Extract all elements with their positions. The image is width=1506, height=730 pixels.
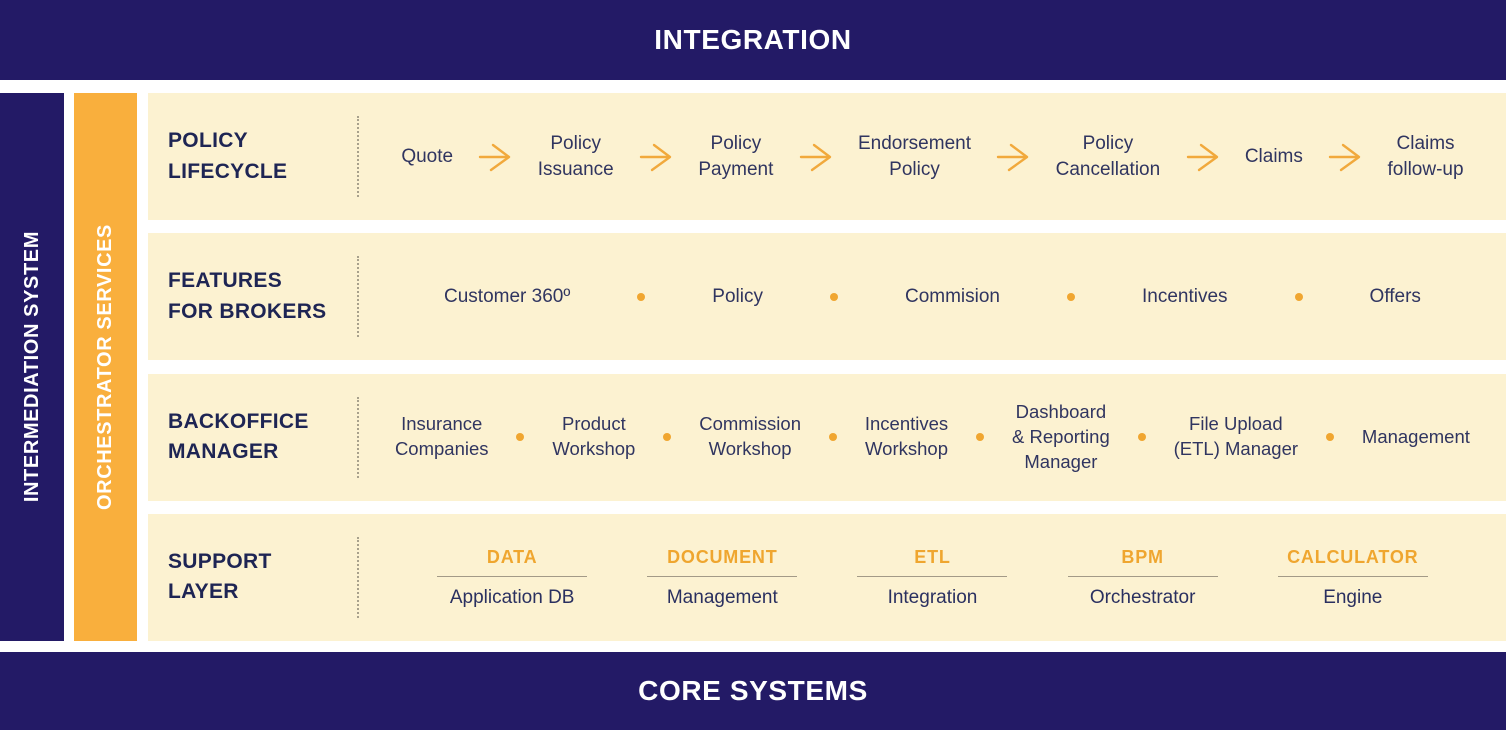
bullet-dot-icon bbox=[663, 433, 672, 442]
row-label-support-layer: SUPPORT LAYER bbox=[168, 550, 272, 604]
feature-item: Offers bbox=[1369, 286, 1421, 307]
dotted-divider bbox=[357, 396, 359, 478]
support-stack-subtitle: Orchestrator bbox=[1089, 586, 1196, 608]
bullet-dot-icon bbox=[1137, 433, 1146, 442]
backoffice-item: Commission Workshop bbox=[699, 413, 801, 460]
support-stack-title: DOCUMENT bbox=[667, 546, 778, 567]
bullet-dot-icon bbox=[828, 433, 837, 442]
intermediation-system-label: INTERMEDIATION SYSTEM bbox=[20, 231, 43, 503]
flow-step: Claims bbox=[1244, 145, 1303, 167]
row-content-policy-lifecycle: Quote Policy Issuance Policy Payment Endors… bbox=[359, 93, 1506, 220]
underline-divider bbox=[857, 575, 1008, 577]
support-stack: DOCUMENT Management bbox=[647, 545, 798, 611]
support-stack-title: CALCULATOR bbox=[1287, 546, 1419, 567]
support-stack-subtitle: Engine bbox=[1323, 586, 1383, 608]
feature-item: Commision bbox=[904, 286, 1000, 307]
row-features-for-brokers: FEATURES FOR BROKERS Customer 360º Policy… bbox=[148, 233, 1506, 361]
row-content-features-for-brokers: Customer 360º Policy Commision Incentives Of… bbox=[359, 233, 1506, 360]
feature-item: Incentives bbox=[1142, 286, 1228, 307]
bullet-dot-icon bbox=[1325, 433, 1334, 442]
flow-step: Policy Cancellation bbox=[1055, 132, 1161, 180]
orchestrator-services-pillar: ORCHESTRATOR SERVICES bbox=[74, 93, 137, 641]
underline-divider bbox=[647, 575, 798, 577]
right-arrow-icon bbox=[638, 142, 674, 172]
integration-banner-label: INTEGRATION bbox=[654, 24, 852, 55]
bullet-dot-icon bbox=[637, 292, 646, 301]
underline-divider bbox=[1277, 575, 1428, 577]
backoffice-item: Product Workshop bbox=[552, 413, 636, 460]
bullet-dot-icon bbox=[1294, 292, 1303, 301]
right-arrow-icon bbox=[1185, 142, 1221, 172]
row-support-layer: SUPPORT LAYER DATA Application DB DOCUMENT… bbox=[148, 513, 1506, 641]
support-stack-subtitle: Management bbox=[666, 586, 778, 608]
right-arrow-icon bbox=[477, 142, 513, 172]
backoffice-item: Management bbox=[1361, 425, 1470, 447]
backoffice-item: Incentives Workshop bbox=[864, 413, 949, 460]
backoffice-item: Dashboard & Reporting Manager bbox=[1012, 400, 1110, 472]
feature-item: Customer 360º bbox=[444, 286, 571, 307]
row-content-support-layer: DATA Application DB DOCUMENT Management ETL I… bbox=[359, 514, 1506, 641]
dotted-divider bbox=[357, 256, 359, 338]
support-stack-title: DATA bbox=[486, 546, 538, 567]
row-backoffice-manager: BACKOFFICE MANAGER Insurance Companies Pr… bbox=[148, 373, 1506, 501]
bullet-dot-icon bbox=[829, 292, 838, 301]
dotted-divider bbox=[357, 116, 359, 197]
underline-divider bbox=[1067, 575, 1218, 577]
support-stack-title: ETL bbox=[914, 546, 951, 567]
flow-step: Quote bbox=[401, 145, 454, 167]
row-content-backoffice-manager: Insurance Companies Product Workshop Commi… bbox=[359, 374, 1506, 501]
core-systems-banner-label: CORE SYSTEMS bbox=[638, 675, 868, 706]
support-stack-subtitle: Integration bbox=[887, 586, 978, 608]
flow-step: Claims follow-up bbox=[1387, 132, 1464, 180]
core-systems-banner: CORE SYSTEMS bbox=[0, 652, 1506, 730]
right-arrow-icon bbox=[995, 142, 1031, 172]
orchestrator-services-label: ORCHESTRATOR SERVICES bbox=[94, 224, 116, 510]
row-label-policy-lifecycle: POLICY LIFECYCLE bbox=[168, 129, 288, 183]
dotted-divider bbox=[357, 536, 359, 618]
integration-banner: INTEGRATION bbox=[0, 0, 1506, 80]
row-label-features-for-brokers: FEATURES FOR BROKERS bbox=[168, 269, 327, 323]
support-stack: BPM Orchestrator bbox=[1067, 545, 1218, 611]
support-stack-subtitle: Application DB bbox=[449, 586, 575, 608]
bullet-dot-icon bbox=[516, 433, 525, 442]
flow-step: Policy Payment bbox=[698, 132, 774, 180]
flow-step: Endorsement Policy bbox=[857, 132, 971, 180]
feature-item: Policy bbox=[712, 286, 763, 307]
right-arrow-icon bbox=[798, 142, 834, 172]
row-label-backoffice-manager: BACKOFFICE MANAGER bbox=[168, 409, 309, 464]
support-stack: CALCULATOR Engine bbox=[1277, 545, 1428, 611]
right-arrow-icon bbox=[1327, 142, 1363, 172]
underline-divider bbox=[437, 575, 588, 577]
bullet-dot-icon bbox=[1067, 292, 1075, 301]
support-stack: ETL Integration bbox=[857, 545, 1008, 611]
flow-step: Policy Issuance bbox=[537, 132, 614, 180]
support-stack: DATA Application DB bbox=[437, 545, 588, 611]
bullet-dot-icon bbox=[976, 433, 985, 442]
backoffice-item: Insurance Companies bbox=[394, 413, 489, 460]
backoffice-item: File Upload (ETL) Manager bbox=[1173, 413, 1299, 460]
row-policy-lifecycle: POLICY LIFECYCLE Quote Policy Issuance Pol… bbox=[148, 93, 1506, 220]
intermediation-system-pillar: INTERMEDIATION SYSTEM bbox=[0, 93, 64, 641]
support-stack-title: BPM bbox=[1121, 546, 1164, 567]
